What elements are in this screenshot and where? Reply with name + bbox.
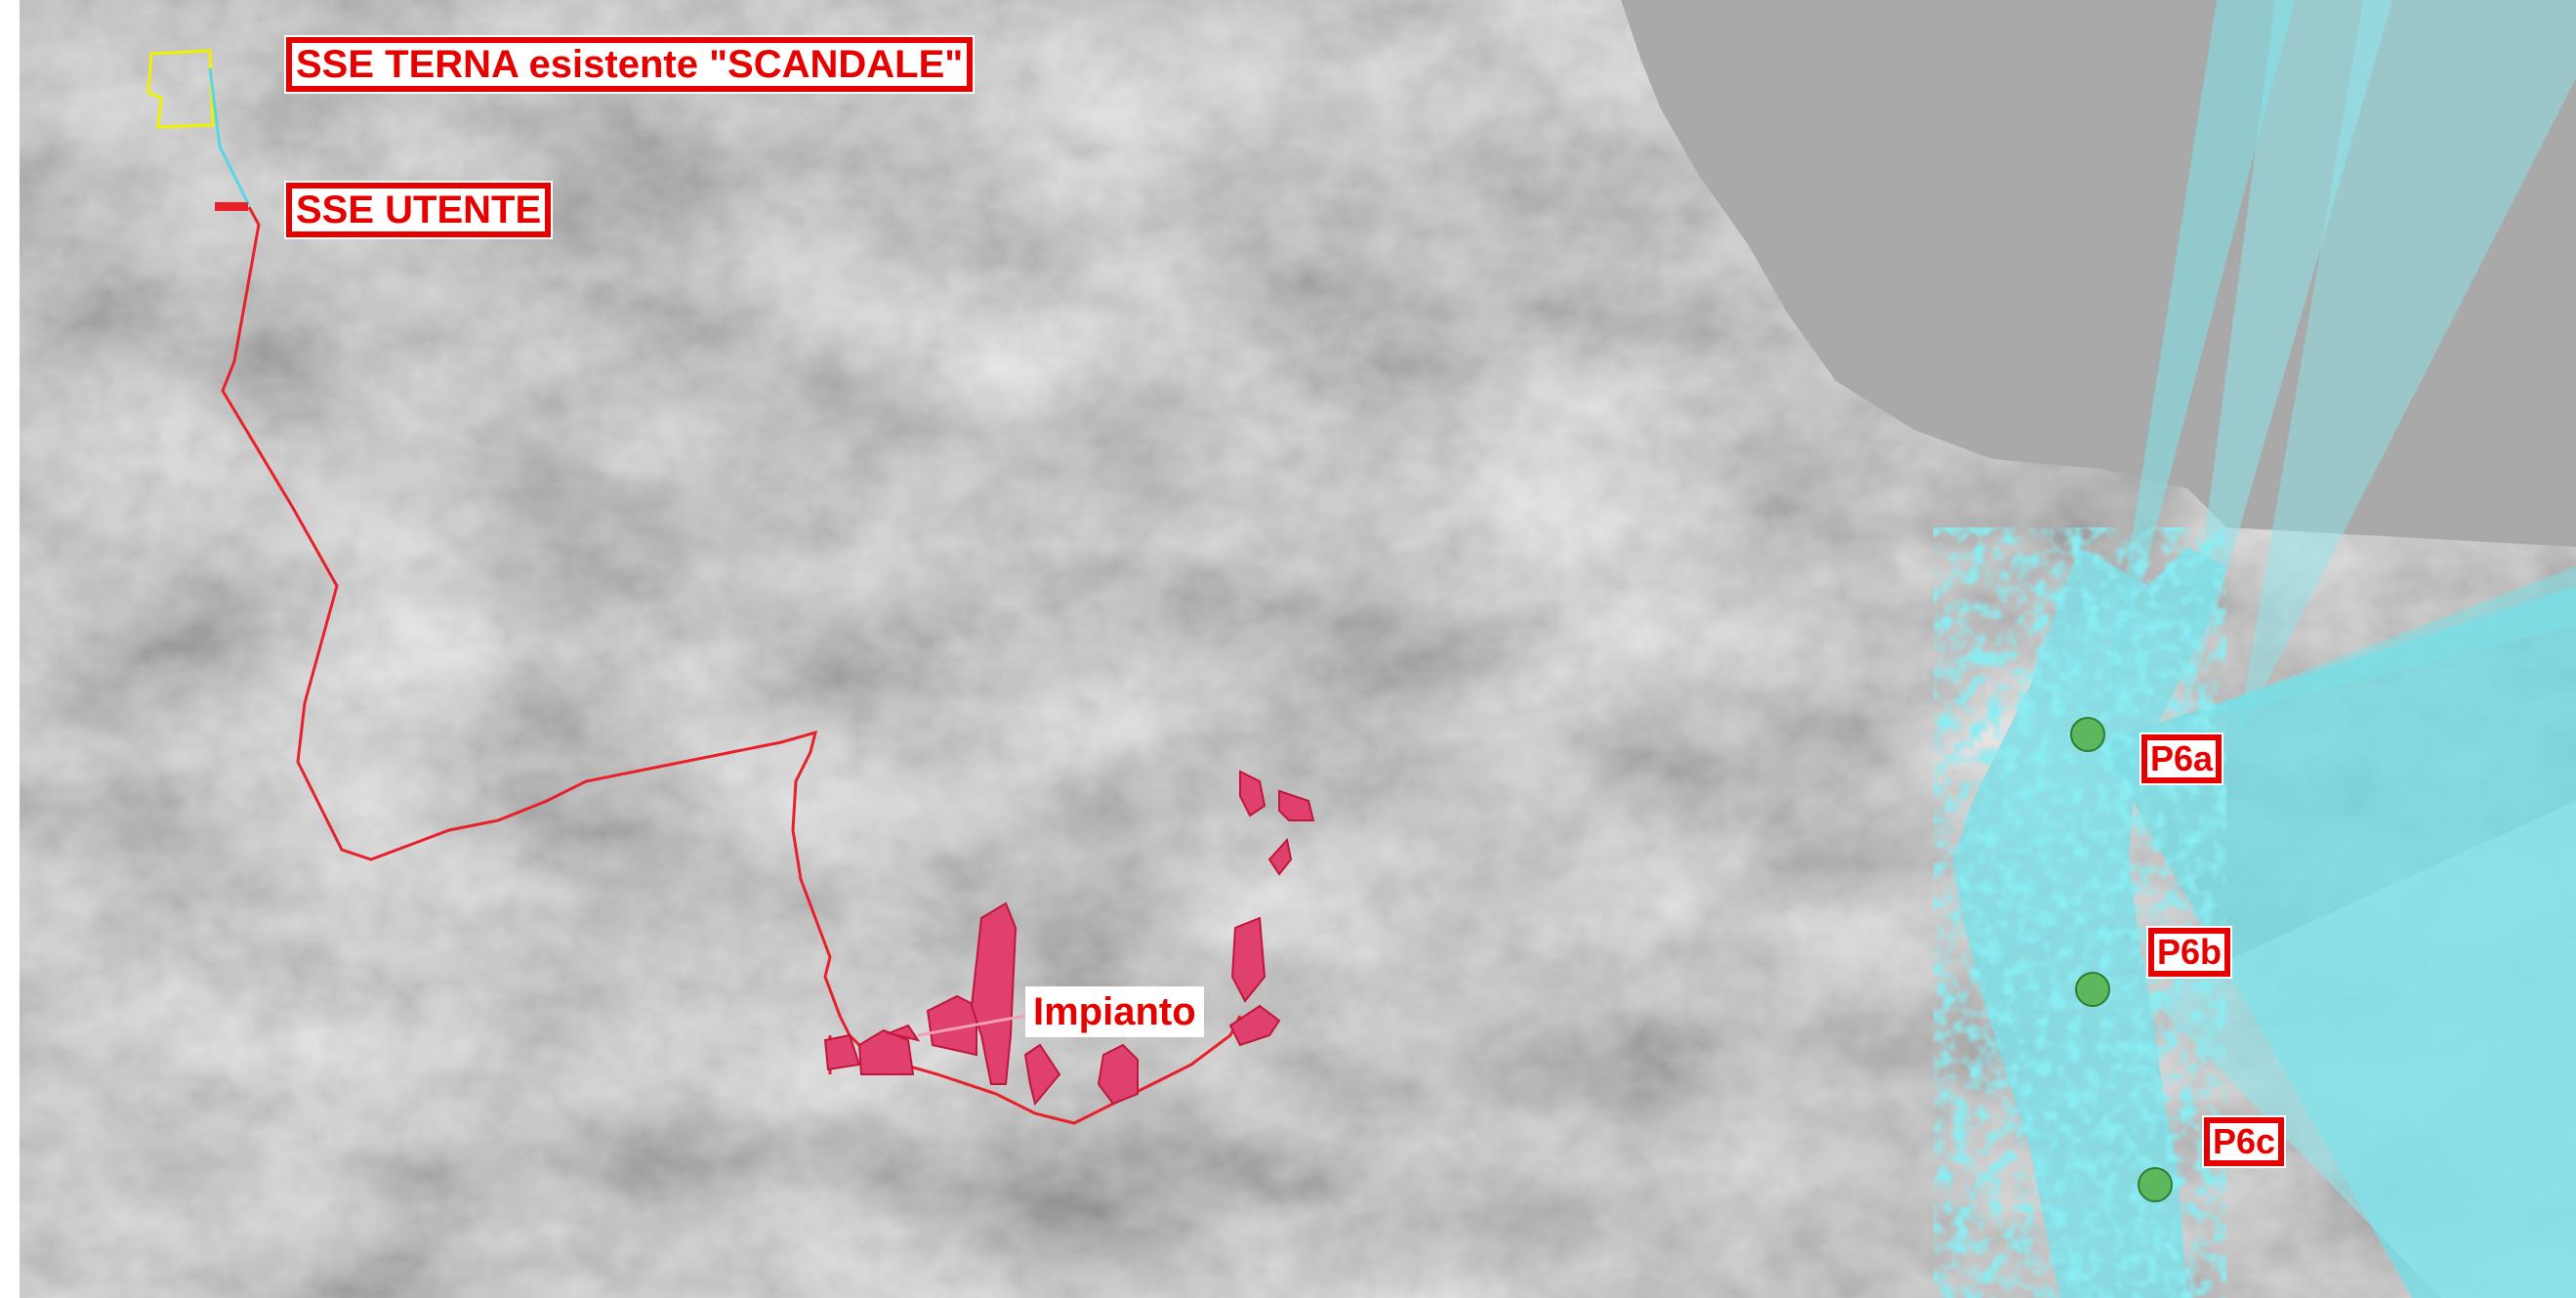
sse-utente-marker <box>215 202 248 211</box>
label-p6b-text: P6b <box>2157 932 2223 972</box>
label-sse-terna-text: SSE TERNA esistente "SCANDALE" <box>296 43 964 86</box>
cable-route <box>221 206 1242 1125</box>
viewpoint-p6b-dot <box>2075 972 2110 1007</box>
label-p6c: P6c <box>2201 1115 2287 1168</box>
label-impianto: Impianto <box>1025 986 1204 1037</box>
label-sse-utente-text: SSE UTENTE <box>296 188 542 231</box>
label-sse-terna: SSE TERNA esistente "SCANDALE" <box>283 35 976 94</box>
sse-terna-outline <box>146 49 215 129</box>
viewpoint-p6c-dot <box>2138 1167 2173 1202</box>
label-p6a-text: P6a <box>2150 738 2214 778</box>
label-impianto-text: Impianto <box>1033 990 1196 1033</box>
label-p6c-text: P6c <box>2213 1121 2276 1161</box>
label-p6a: P6a <box>2139 733 2224 785</box>
cyan-link <box>208 67 251 206</box>
label-p6b: P6b <box>2145 926 2233 979</box>
label-sse-utente: SSE UTENTE <box>283 181 554 239</box>
viewpoint-p6a-dot <box>2070 717 2105 752</box>
visibility-zone <box>1933 0 2576 1298</box>
plant-parcels <box>823 770 1315 1107</box>
